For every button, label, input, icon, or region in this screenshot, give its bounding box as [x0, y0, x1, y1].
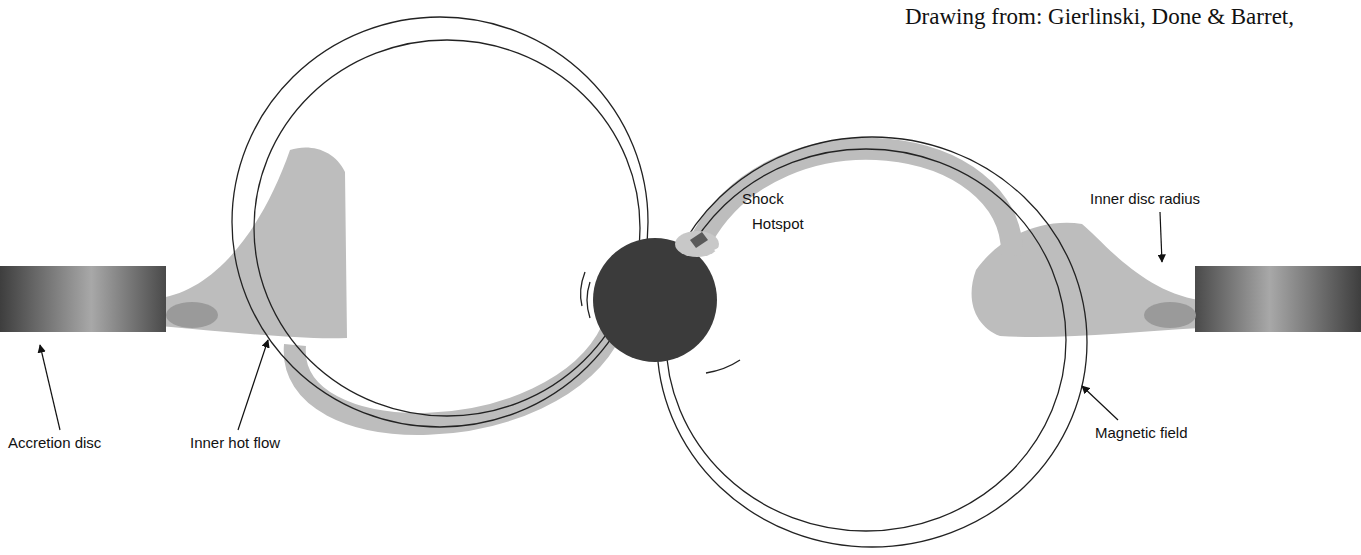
shock: [690, 232, 708, 248]
spin-arrow: [735, 305, 747, 318]
part-label: Inner hot flow: [190, 434, 280, 451]
source-caption: Drawing from: Gierlinski, Done & Barret,: [905, 4, 1294, 30]
disc-inner-edge: [1144, 302, 1196, 328]
part-label: Shock: [742, 190, 784, 207]
hotspot: [675, 231, 719, 257]
accretion-disc: [1195, 266, 1361, 332]
part-label: Inner disc radius: [1090, 190, 1200, 207]
rotation-arc: [587, 282, 590, 318]
leader-line: [1160, 212, 1162, 262]
rotation-arc: [581, 272, 585, 306]
leader-line: [1082, 386, 1118, 420]
part-label: Hotspot: [752, 215, 804, 232]
spin-arrow: [714, 244, 726, 256]
part-label: Magnetic field: [1095, 424, 1188, 441]
part-label: Accretion disc: [8, 434, 101, 451]
rotation-arc: [706, 360, 740, 373]
field-loop: [666, 149, 1066, 531]
leader-line: [40, 345, 60, 430]
accretion-disc: [0, 266, 166, 332]
field-loop: [657, 137, 1087, 547]
leader-line: [238, 340, 268, 430]
inner-hot-flow: [160, 147, 347, 338]
disc-inner-edge: [166, 302, 218, 328]
accretion-stream: [702, 149, 1012, 255]
field-loop: [232, 17, 648, 427]
field-loop: [254, 40, 640, 416]
